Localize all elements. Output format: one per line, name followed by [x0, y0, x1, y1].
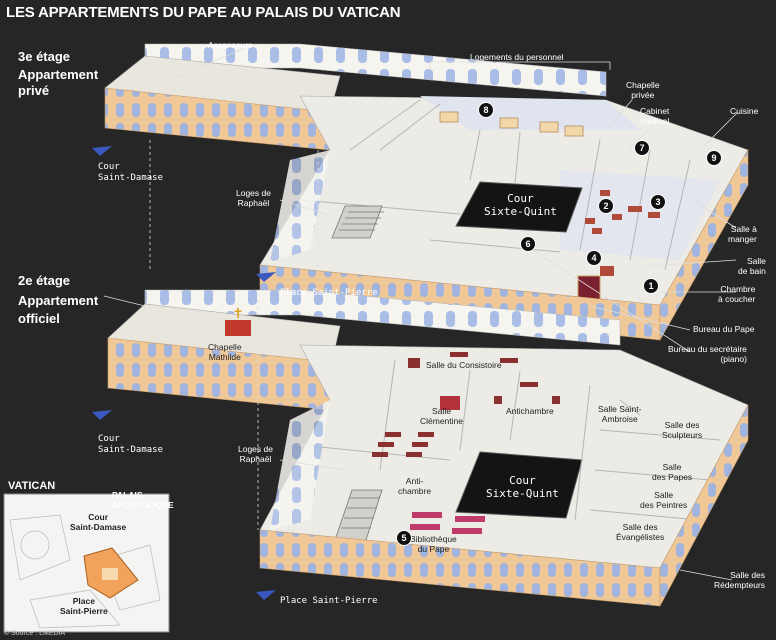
- label-salle-clementine: Salle Clémentine: [420, 406, 463, 426]
- label-cabinet-medical: Cabinet médical: [640, 106, 670, 126]
- page-title: LES APPARTEMENTS DU PAPE AU PALAIS DU VA…: [6, 4, 401, 21]
- inset-cour: Cour Saint-Damase: [70, 512, 127, 532]
- label-salle-peintres: Salle des Peintres: [640, 490, 688, 510]
- arrow-place-saint-pierre-3: [256, 272, 276, 282]
- label-ascenseurs: Ascenseurs: [208, 40, 253, 50]
- second-floor-level: 2e étage: [18, 273, 71, 288]
- third-floor-name-2: privé: [18, 83, 50, 98]
- second-floor-name-1: Appartement: [18, 293, 99, 308]
- label-cour-saint-damase-3: Cour Saint-Damase: [98, 162, 164, 183]
- label-salle-a-manger: Salle à manger: [728, 224, 757, 244]
- label-salle-papes: Salle des Papes: [652, 462, 693, 482]
- cour-sixte-quint-2: [455, 451, 583, 519]
- third-floor-plan: [104, 43, 749, 342]
- label-salle-saint-ambroise: Salle Saint- Ambroise: [598, 404, 642, 424]
- arrow-cour-saint-damase-2: [92, 410, 112, 420]
- arrow-cour-saint-damase-3: [92, 146, 112, 156]
- badge-6: 6: [520, 236, 536, 252]
- label-salle-de-bain: Salle de bain: [738, 256, 766, 276]
- label-salle-consistoire: Salle du Consistoire: [426, 360, 502, 370]
- badge-5: 5: [396, 530, 412, 546]
- label-cour-saint-damase-2: Cour Saint-Damase: [98, 434, 164, 455]
- label-loges-raphael-2: Loges de Raphaël: [238, 444, 273, 464]
- label-antichambre: Antichambre: [506, 406, 554, 416]
- label-logements: Logements du personnel: [470, 52, 564, 62]
- badge-8: 8: [478, 102, 494, 118]
- arrow-place-saint-pierre-2: [256, 590, 276, 600]
- badge-4: 4: [586, 250, 602, 266]
- label-anti-chambre: Anti- chambre: [398, 476, 432, 496]
- third-floor-level: 3e étage: [18, 49, 71, 64]
- badge-2: 2: [598, 198, 614, 214]
- label-place-saint-pierre-2: Place Saint-Pierre: [280, 596, 378, 606]
- label-chambre: Chambre à coucher: [718, 284, 756, 304]
- label-bibliotheque: Bibliothèque du Pape: [410, 534, 457, 554]
- cour-sixte-quint-3: [455, 181, 583, 233]
- third-floor-name-1: Appartement: [18, 67, 99, 82]
- label-cour-sixte-quint-2: Cour Sixte-Quint: [486, 474, 559, 500]
- badge-3: 3: [650, 194, 666, 210]
- label-salle-redempteurs: Salle des Rédempteurs: [714, 570, 766, 590]
- second-floor-name-2: officiel: [18, 311, 60, 326]
- label-bureau-secretaire: Bureau du secrétaire (piano): [668, 344, 747, 364]
- label-bureau-pape: Bureau du Pape: [693, 324, 755, 334]
- badge-7: 7: [634, 140, 650, 156]
- inset-palais: PALAIS APOSTOLIQUE: [112, 490, 174, 510]
- label-loges-raphael-3: Loges de Raphaël: [236, 188, 271, 208]
- label-chapelle-mathilde: Chapelle Mathilde: [208, 342, 242, 362]
- second-floor-plan: ✝: [107, 289, 749, 607]
- inset-vatican: VATICAN: [8, 480, 56, 492]
- label-chapelle-privee: Chapelle privée: [626, 80, 660, 100]
- label-cuisine: Cuisine: [730, 106, 759, 116]
- source-credit: © Source : LMEDIA: [4, 630, 66, 637]
- label-cour-sixte-quint-3: Cour Sixte-Quint: [484, 192, 557, 218]
- label-salle-evangelistes: Salle des Évangélistes: [616, 522, 665, 542]
- inset-map: [3, 493, 170, 633]
- badge-1: 1: [643, 278, 659, 294]
- label-salle-sculpteurs: Salle des Sculpteurs: [662, 420, 703, 440]
- inset-place: Place Saint-Pierre: [60, 596, 108, 616]
- svg-text:✝: ✝: [232, 306, 244, 322]
- label-place-saint-pierre-3: Place Saint-Pierre: [280, 288, 378, 298]
- badge-9: 9: [706, 150, 722, 166]
